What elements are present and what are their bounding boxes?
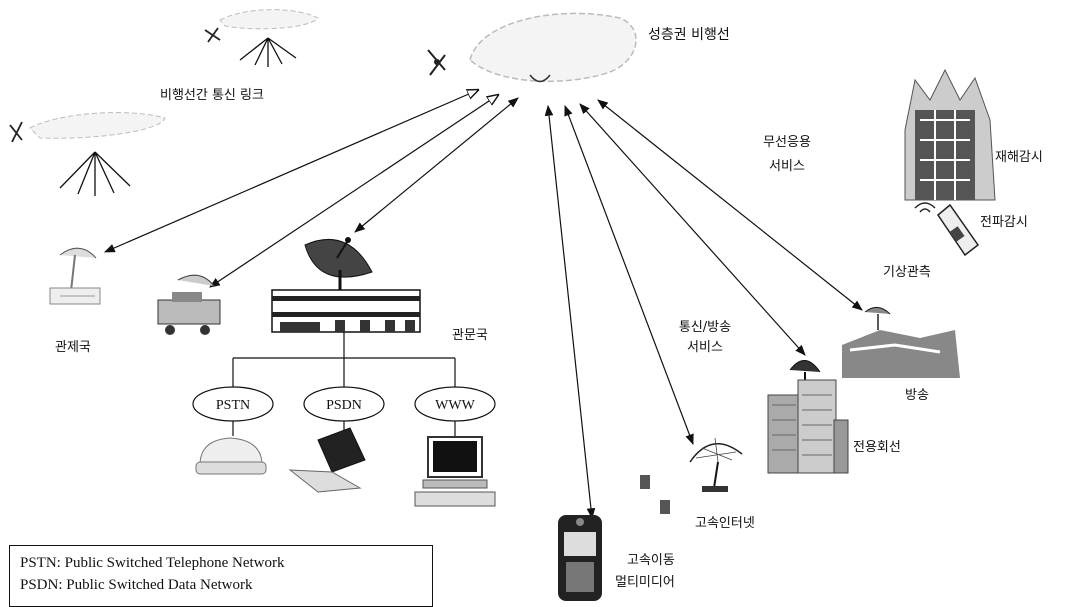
network-label-psdn: PSDN — [326, 398, 362, 413]
network-tree — [192, 332, 496, 436]
laptop-icon — [288, 427, 366, 493]
telephone-icon — [195, 437, 267, 475]
building-icon — [767, 360, 849, 474]
label-high-speed-internet: 고속인터넷 — [695, 516, 755, 531]
mobile-phone-icon — [558, 515, 602, 601]
burning-building-icon — [904, 68, 996, 201]
network-label-pstn: PSTN — [216, 398, 250, 413]
desktop-computer-icon — [414, 436, 496, 507]
label-high-speed-mobile-multimedia-line2: 멀티미디어 — [615, 575, 675, 591]
antenna-footprint-icon — [239, 37, 297, 67]
radio-monitoring-icon — [914, 202, 980, 257]
label-control-station: 관제국 — [55, 340, 91, 355]
airship-icon — [427, 12, 637, 83]
broadcast-landscape-icon — [842, 307, 960, 378]
airship-icon — [9, 112, 166, 143]
label-telecom-broadcast-service-line2: 서비스 — [687, 340, 723, 356]
label-high-speed-mobile-multimedia-line1: 고속이동 — [627, 553, 675, 568]
label-wireless-service-line1: 무선응용 — [763, 135, 811, 150]
satellite-dish-icon — [640, 437, 743, 514]
label-broadcasting: 방송 — [905, 388, 929, 403]
label-weather-observation: 기상관측 — [883, 265, 931, 280]
airship-icon — [204, 9, 319, 43]
label-radio-monitoring: 전파감시 — [980, 215, 1028, 230]
legend-psdn: PSDN: Public Switched Data Network — [20, 577, 253, 593]
antenna-footprint-icon — [59, 151, 131, 196]
satellite-dish-icon — [49, 247, 101, 305]
satellite-dish-icon — [157, 274, 221, 335]
legend-pstn: PSTN: Public Switched Telephone Network — [20, 555, 285, 571]
label-inter-airship-link: 비행선간 통신 링크 — [160, 88, 264, 103]
building-icon — [271, 289, 421, 333]
label-wireless-service: 무선응용 서비스 — [747, 135, 827, 176]
satellite-dish-icon — [304, 237, 373, 290]
label-gateway-station: 관문국 — [452, 328, 488, 343]
network-label-www: WWW — [435, 398, 475, 413]
label-wireless-service-line2: 서비스 — [769, 159, 805, 175]
label-disaster-monitoring: 재해감시 — [995, 150, 1043, 165]
legend-box: PSTN: Public Switched Telephone Network … — [9, 545, 433, 607]
label-telecom-broadcast-service: 통신/방송 서비스 — [660, 320, 750, 357]
label-dedicated-line: 전용회선 — [853, 440, 901, 455]
label-telecom-broadcast-service-line1: 통신/방송 — [678, 320, 732, 335]
label-high-speed-mobile-multimedia: 고속이동 멀티미디어 — [615, 553, 675, 592]
label-stratospheric-airship: 성층권 비행선 — [648, 27, 730, 43]
